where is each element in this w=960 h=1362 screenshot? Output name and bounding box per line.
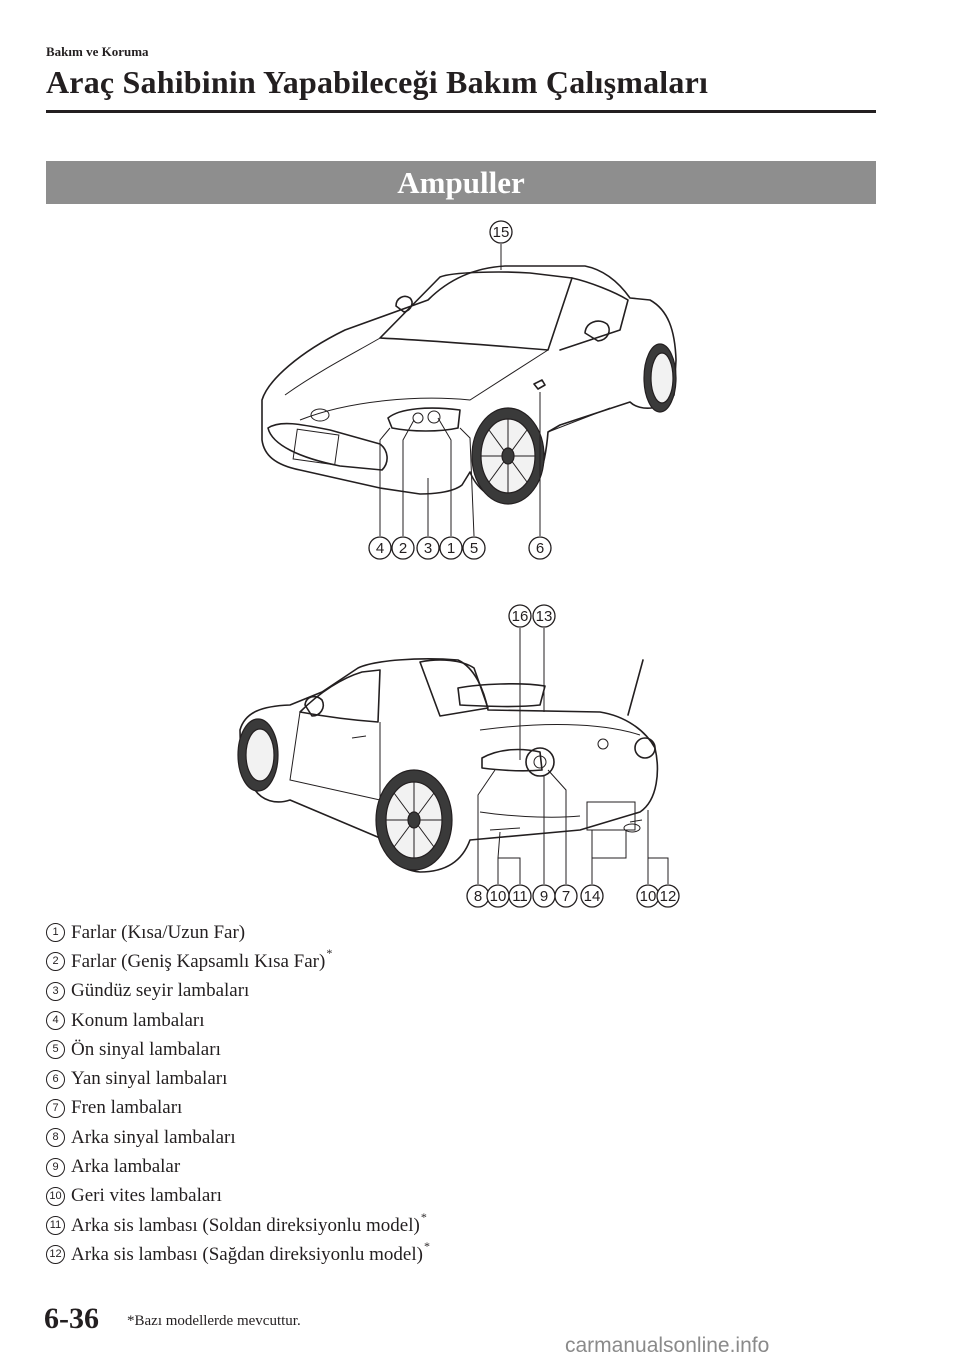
legend-number: 7 bbox=[46, 1098, 65, 1118]
legend-item: 1 Farlar (Kısa/Uzun Far) bbox=[46, 918, 866, 947]
front-car-illustration: 15 4 2 3 1 5 6 bbox=[261, 220, 677, 560]
legend-text: Arka sis lambası (Sağdan direksiyonlu mo… bbox=[71, 1243, 423, 1265]
svg-text:6: 6 bbox=[536, 540, 544, 557]
legend-text: Arka lambalar bbox=[71, 1156, 181, 1178]
front-leader-lines bbox=[379, 244, 541, 537]
svg-text:10: 10 bbox=[640, 888, 657, 905]
asterisk: * bbox=[423, 1239, 430, 1254]
svg-text:14: 14 bbox=[584, 888, 601, 905]
callout-11: 11 bbox=[508, 884, 532, 908]
legend-item: 4 Konum lambaları bbox=[46, 1006, 866, 1035]
callout-7: 7 bbox=[554, 884, 578, 908]
title-divider bbox=[46, 110, 876, 113]
legend-number: 8 bbox=[46, 1128, 65, 1148]
rear-callouts: 16 13 8 10 11 9 7 14 10 12 bbox=[466, 604, 680, 908]
legend-item: 11 Arka sis lambası (Soldan direksiyonlu … bbox=[46, 1210, 866, 1240]
svg-text:9: 9 bbox=[540, 888, 548, 905]
svg-text:15: 15 bbox=[493, 224, 510, 241]
svg-text:2: 2 bbox=[399, 540, 407, 557]
asterisk: * bbox=[420, 1210, 427, 1225]
callout-16: 16 bbox=[508, 604, 532, 628]
legend-text: Arka sinyal lambaları bbox=[71, 1126, 236, 1148]
bulb-legend: 1 Farlar (Kısa/Uzun Far) 2 Farlar (Geniş K… bbox=[46, 918, 866, 1270]
legend-item: 3 Gündüz seyir lambaları bbox=[46, 977, 866, 1006]
legend-text: Konum lambaları bbox=[71, 1009, 205, 1031]
legend-item: 7 Fren lambaları bbox=[46, 1094, 866, 1123]
front-car-drawing bbox=[261, 265, 677, 505]
banner-title: Ampuller bbox=[397, 165, 525, 200]
legend-item: 8 Arka sinyal lambaları bbox=[46, 1123, 866, 1152]
legend-number: 4 bbox=[46, 1011, 65, 1031]
asterisk: * bbox=[326, 946, 333, 961]
legend-number: 9 bbox=[46, 1157, 65, 1177]
footnote: *Bazı modellerde mevcuttur. bbox=[127, 1313, 301, 1329]
legend-number: 2 bbox=[46, 952, 65, 972]
svg-text:8: 8 bbox=[474, 888, 482, 905]
watermark: carmanualsonline.info bbox=[565, 1334, 770, 1357]
legend-text: Ön sinyal lambaları bbox=[71, 1038, 221, 1060]
legend-item: 5 Ön sinyal lambaları bbox=[46, 1035, 866, 1064]
legend-text: Geri vites lambaları bbox=[71, 1185, 222, 1207]
legend-text: Gündüz seyir lambaları bbox=[71, 980, 250, 1002]
legend-item: 6 Yan sinyal lambaları bbox=[46, 1064, 866, 1093]
legend-text: Farlar (Geniş Kapsamlı Kısa Far) bbox=[71, 950, 326, 972]
legend-number: 1 bbox=[46, 923, 65, 943]
rear-car-illustration: 16 13 8 10 11 9 7 14 10 12 bbox=[237, 604, 680, 908]
page-number: 6-36 bbox=[44, 1302, 99, 1335]
svg-text:13: 13 bbox=[536, 608, 553, 625]
front-callouts: 15 4 2 3 1 5 6 bbox=[368, 220, 552, 560]
legend-text: Yan sinyal lambaları bbox=[71, 1068, 228, 1090]
callout-9: 9 bbox=[532, 884, 556, 908]
callout-6: 6 bbox=[528, 536, 552, 560]
rear-leader-lines bbox=[477, 628, 669, 884]
legend-text: Arka sis lambası (Soldan direksiyonlu mo… bbox=[71, 1214, 420, 1236]
callout-1: 1 bbox=[439, 536, 463, 560]
callout-10b: 10 bbox=[636, 884, 660, 908]
callout-5: 5 bbox=[462, 536, 486, 560]
svg-text:16: 16 bbox=[512, 608, 529, 625]
callout-12: 12 bbox=[656, 884, 680, 908]
svg-text:7: 7 bbox=[562, 888, 570, 905]
legend-number: 6 bbox=[46, 1069, 65, 1089]
legend-number: 12 bbox=[46, 1245, 65, 1265]
callout-14: 14 bbox=[580, 884, 604, 908]
legend-text: Fren lambaları bbox=[71, 1097, 183, 1119]
legend-number: 5 bbox=[46, 1040, 65, 1060]
legend-number: 10 bbox=[46, 1186, 65, 1206]
callout-4: 4 bbox=[368, 536, 392, 560]
svg-text:4: 4 bbox=[376, 540, 384, 557]
legend-text: Farlar (Kısa/Uzun Far) bbox=[71, 921, 246, 943]
svg-text:1: 1 bbox=[447, 540, 455, 557]
rear-car-drawing bbox=[237, 658, 659, 873]
page-title: Araç Sahibinin Yapabileceği Bakım Çalışm… bbox=[46, 64, 709, 100]
section-banner: Ampuller bbox=[46, 161, 876, 204]
legend-item: 9 Arka lambalar bbox=[46, 1152, 866, 1181]
callout-10: 10 bbox=[486, 884, 510, 908]
callout-8: 8 bbox=[466, 884, 490, 908]
callout-13: 13 bbox=[532, 604, 556, 628]
svg-text:11: 11 bbox=[512, 888, 528, 905]
section-label: Bakım ve Koruma bbox=[46, 44, 149, 59]
legend-item: 12 Arka sis lambası (Sağdan direksiyonlu … bbox=[46, 1239, 866, 1269]
callout-3: 3 bbox=[416, 536, 440, 560]
callout-2: 2 bbox=[391, 536, 415, 560]
svg-text:3: 3 bbox=[424, 540, 432, 557]
svg-text:10: 10 bbox=[490, 888, 507, 905]
svg-text:12: 12 bbox=[660, 888, 677, 905]
legend-item: 2 Farlar (Geniş Kapsamlı Kısa Far)* bbox=[46, 946, 866, 976]
legend-item: 10 Geri vites lambaları bbox=[46, 1182, 866, 1211]
callout-15: 15 bbox=[489, 220, 513, 244]
legend-number: 3 bbox=[46, 981, 65, 1001]
legend-number: 11 bbox=[46, 1216, 65, 1236]
svg-text:5: 5 bbox=[470, 540, 478, 557]
